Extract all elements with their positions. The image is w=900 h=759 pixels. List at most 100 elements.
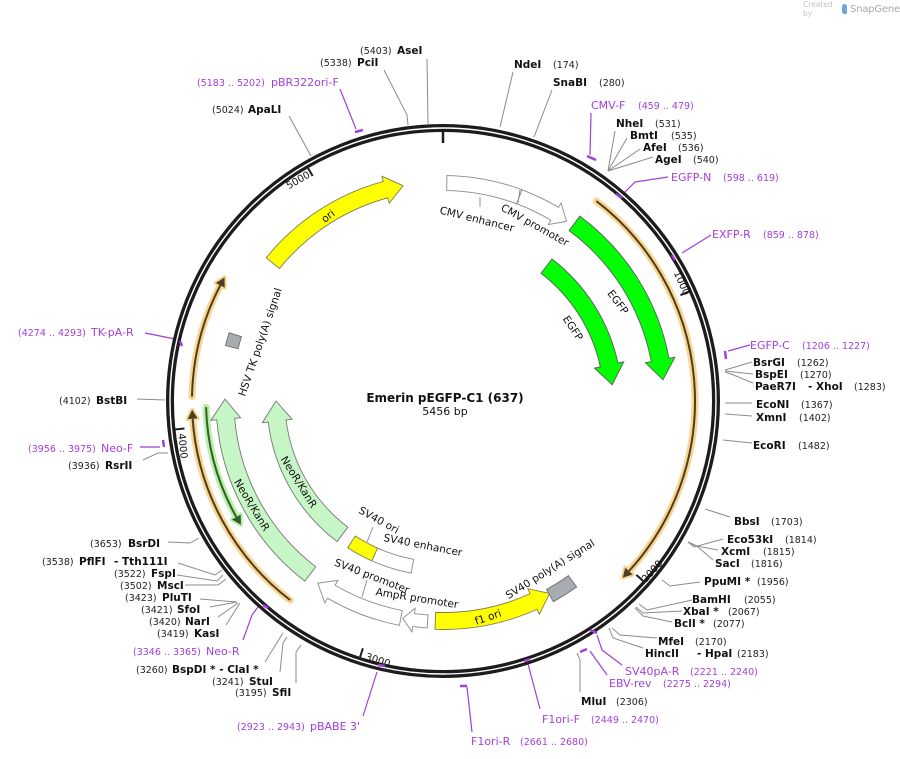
primer-position: (3956 .. 3975) <box>28 444 96 455</box>
enzyme-position: (5338) <box>320 58 352 69</box>
enzyme-name: AseI <box>397 45 422 57</box>
feature-label-leader <box>361 579 368 598</box>
tick-mark <box>175 427 185 431</box>
enzyme-label-afei: AfeI(536) <box>643 142 704 154</box>
tick-label: 4000 <box>175 433 189 459</box>
primer-label-pbr322ori-f: (5183 .. 5202)pBR322ori-F <box>197 76 339 89</box>
enzyme-leader-snabi <box>533 89 553 138</box>
enzyme-label-sfii: (3195)SfiI <box>235 687 291 699</box>
enzyme-leader-bspei <box>724 370 754 375</box>
enzyme-label-agei: AgeI(540) <box>655 154 719 166</box>
snapgene-watermark: Created by SnapGene <box>803 0 900 18</box>
enzyme-name: NheI <box>616 118 643 130</box>
enzyme-name: SnaBI <box>553 77 587 89</box>
tick-mark <box>359 648 364 658</box>
enzyme-label-snabi: SnaBI(280) <box>553 77 625 89</box>
enzyme-name: XcmI <box>721 546 750 558</box>
enzyme-leader-pflfi-tth111i <box>177 562 223 576</box>
primer-binding-marker-egfp-n <box>615 192 623 200</box>
enzyme-name: FspI <box>151 568 176 580</box>
enzyme-leader-sfoi <box>209 601 238 608</box>
enzyme-leader-pcii <box>383 69 409 126</box>
enzyme-name: Eco53kI <box>727 534 773 546</box>
enzyme-name: MfeI <box>658 636 684 648</box>
primer-leader-exfp-r <box>681 234 712 254</box>
enzyme-name: - HpaI <box>697 648 732 660</box>
enzyme-name: BspDI * - ClaI * <box>172 664 259 676</box>
orf-green <box>202 403 243 527</box>
primer-name: CMV-F <box>591 99 625 112</box>
enzyme-name: BamHI <box>692 594 731 606</box>
enzyme-position: (1815) <box>763 547 795 558</box>
enzyme-name: NarI <box>185 616 210 628</box>
enzyme-label-bsrgi: BsrGI(1262) <box>753 357 829 369</box>
feature-label-sv40-ori: SV40 ori <box>356 505 400 537</box>
features <box>209 175 676 634</box>
primer-binding-marker-pbabe-3 <box>377 663 386 668</box>
enzyme-position: (3195) <box>235 688 267 699</box>
enzyme-leader-nari <box>217 602 239 618</box>
enzyme-label-kasi: (3419)KasI <box>157 628 219 640</box>
primer-leader-pbabe-3 <box>362 671 378 717</box>
feature-hsv-tk-polya-signal <box>224 332 243 350</box>
enzyme-position: (3653) <box>90 539 122 550</box>
primer-leader-sv40pa-r <box>596 634 623 666</box>
enzyme-name: NdeI <box>514 59 541 71</box>
primer-label-egfp-c: EGFP-C(1206 .. 1227) <box>750 339 870 352</box>
enzyme-position: (2306) <box>616 697 648 708</box>
enzyme-label-bbsi: BbsI(1703) <box>734 516 803 528</box>
enzyme-name: BsrDI <box>128 538 160 550</box>
enzyme-position: (3241) <box>212 677 244 688</box>
enzyme-position: (1816) <box>751 559 783 570</box>
enzyme-position: (174) <box>553 60 579 71</box>
feature-label-hsv-tk-polya-signal: HSV TK poly(A) signal <box>236 287 284 398</box>
enzyme-name: BsrGI <box>753 357 785 369</box>
primer-name: EXFP-R <box>712 228 751 241</box>
enzyme-label-ecori: EcoRI (1482) <box>753 440 830 452</box>
enzyme-label-pcii: (5338)PciI <box>320 57 378 69</box>
feature-cmv-enhancer <box>446 175 523 205</box>
enzyme-leader-pluti <box>199 598 237 603</box>
enzyme-position: (536) <box>678 143 704 154</box>
enzyme-label-xcmi: XcmI (1815) <box>721 546 795 558</box>
enzyme-position: (2067) <box>728 607 760 618</box>
enzyme-label-bmti: BmtI(535) <box>630 130 697 142</box>
enzyme-position: (1703) <box>771 517 803 528</box>
enzyme-label-fspi: (3522) FspI <box>114 568 176 580</box>
primer-position: (459 .. 479) <box>638 101 694 112</box>
primer-name: Neo-F <box>101 442 133 455</box>
primer-label-ebv-rev: EBV-rev(2275 .. 2294) <box>609 677 731 690</box>
primer-binding-marker-f1ori-f <box>523 657 531 663</box>
enzyme-label-hincii-hpai: HincII- HpaI(2183) <box>645 648 769 660</box>
enzyme-name: RsrII <box>105 460 132 472</box>
feature-f1-ori <box>434 588 551 630</box>
enzyme-leader-afei <box>607 148 641 172</box>
primer-name: pBABE 3' <box>310 720 360 733</box>
orf-right <box>592 197 699 580</box>
primer-leader-egfp-n <box>623 176 669 194</box>
primer-label-cmv-f: CMV-F (459 .. 479) <box>591 99 694 112</box>
enzyme-name: PpuMI * <box>704 576 751 588</box>
enzyme-leader-hincii-hpai <box>608 627 644 649</box>
enzyme-label-nari: (3420)NarI <box>149 616 210 628</box>
enzyme-name: EcoRI <box>753 440 786 452</box>
enzyme-name: - Tth111I <box>114 556 168 568</box>
primer-label-neo-r: (3346 .. 3365)Neo-R <box>133 645 240 658</box>
enzyme-leader-stui <box>279 636 288 673</box>
enzyme-leader-paer7i-xhoi <box>724 371 754 384</box>
enzyme-position: (3522) <box>114 569 146 580</box>
primer-label-f1ori-f: F1ori-F(2449 .. 2470) <box>542 713 659 726</box>
enzyme-position: (1482) <box>798 441 830 452</box>
backbone-ring <box>166 124 720 678</box>
enzyme-name: XbaI * <box>683 606 719 618</box>
enzyme-leader-bamhi <box>638 599 693 611</box>
primer-position: (2275 .. 2294) <box>663 679 731 690</box>
primer-name: EGFP-C <box>750 339 790 352</box>
enzyme-position: (1367) <box>801 400 833 411</box>
enzyme-position: (1270) <box>800 370 832 381</box>
enzyme-name: SfoI <box>177 604 200 616</box>
enzyme-leader-fspi <box>176 574 224 582</box>
enzyme-label-eco53ki: Eco53kI(1814) <box>727 534 817 546</box>
primer-binding-marker-pbr322ori-f <box>354 128 364 134</box>
